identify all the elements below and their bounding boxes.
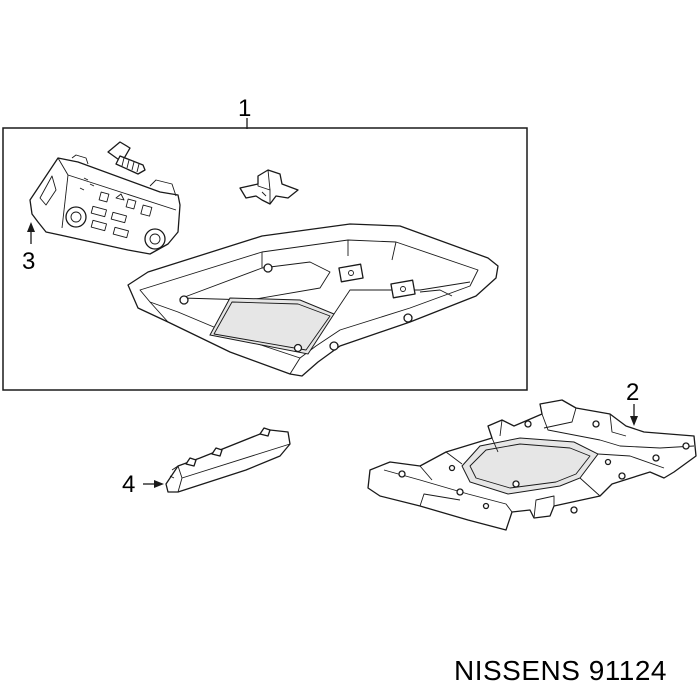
arrow-2 bbox=[630, 416, 638, 426]
callout-1: 1 bbox=[238, 95, 251, 122]
arrow-4 bbox=[154, 480, 164, 488]
callout-4: 4 bbox=[122, 471, 135, 498]
callout-2: 2 bbox=[626, 379, 639, 406]
clip-bracket bbox=[239, 169, 299, 205]
roof-bracket bbox=[367, 399, 697, 531]
assembly-box bbox=[2, 127, 528, 391]
brand-part-number: NISSENS 91124 bbox=[454, 655, 667, 686]
callout-3: 3 bbox=[22, 248, 35, 275]
arrow-3 bbox=[27, 222, 35, 232]
control-panel-module bbox=[29, 154, 181, 255]
screw bbox=[107, 141, 146, 175]
overhead-console bbox=[127, 223, 499, 377]
trim-strip bbox=[165, 427, 291, 493]
